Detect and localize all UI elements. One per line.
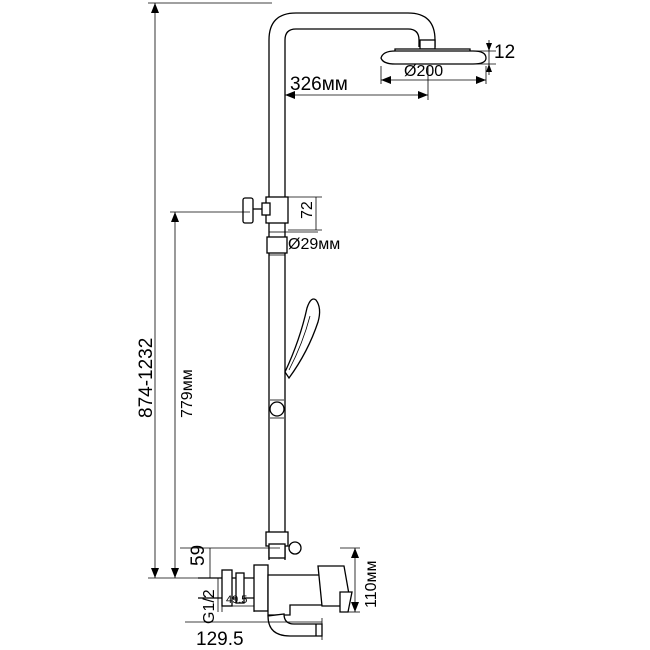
- label-mixer-offset: 59: [188, 545, 209, 566]
- pipe-clamp: [269, 399, 285, 419]
- label-head-diameter: Ø200: [404, 63, 443, 80]
- label-holder-height: 72: [299, 201, 316, 219]
- label-arm-reach: 326мм: [290, 74, 348, 95]
- diverter: [265, 531, 302, 559]
- riser-pipe: [268, 12, 436, 560]
- bath-mixer: [198, 564, 353, 637]
- label-pipe-diameter: Ø29мм: [288, 236, 340, 253]
- label-holder-height-from-mixer: 779мм: [179, 369, 196, 418]
- label-total-height: 874-1232: [136, 338, 157, 418]
- label-head-thickness: 12: [494, 42, 515, 63]
- dimension-lines: [148, 2, 496, 640]
- label-spout-reach: 129.5: [196, 629, 244, 650]
- overhead-shower-head: [380, 39, 487, 65]
- label-mixer-height: 110мм: [363, 560, 380, 608]
- hand-shower: [284, 298, 321, 380]
- label-thread: G1/2: [201, 589, 218, 624]
- label-inlet-depth: 49.5: [226, 594, 247, 606]
- slider-holder: [242, 196, 289, 254]
